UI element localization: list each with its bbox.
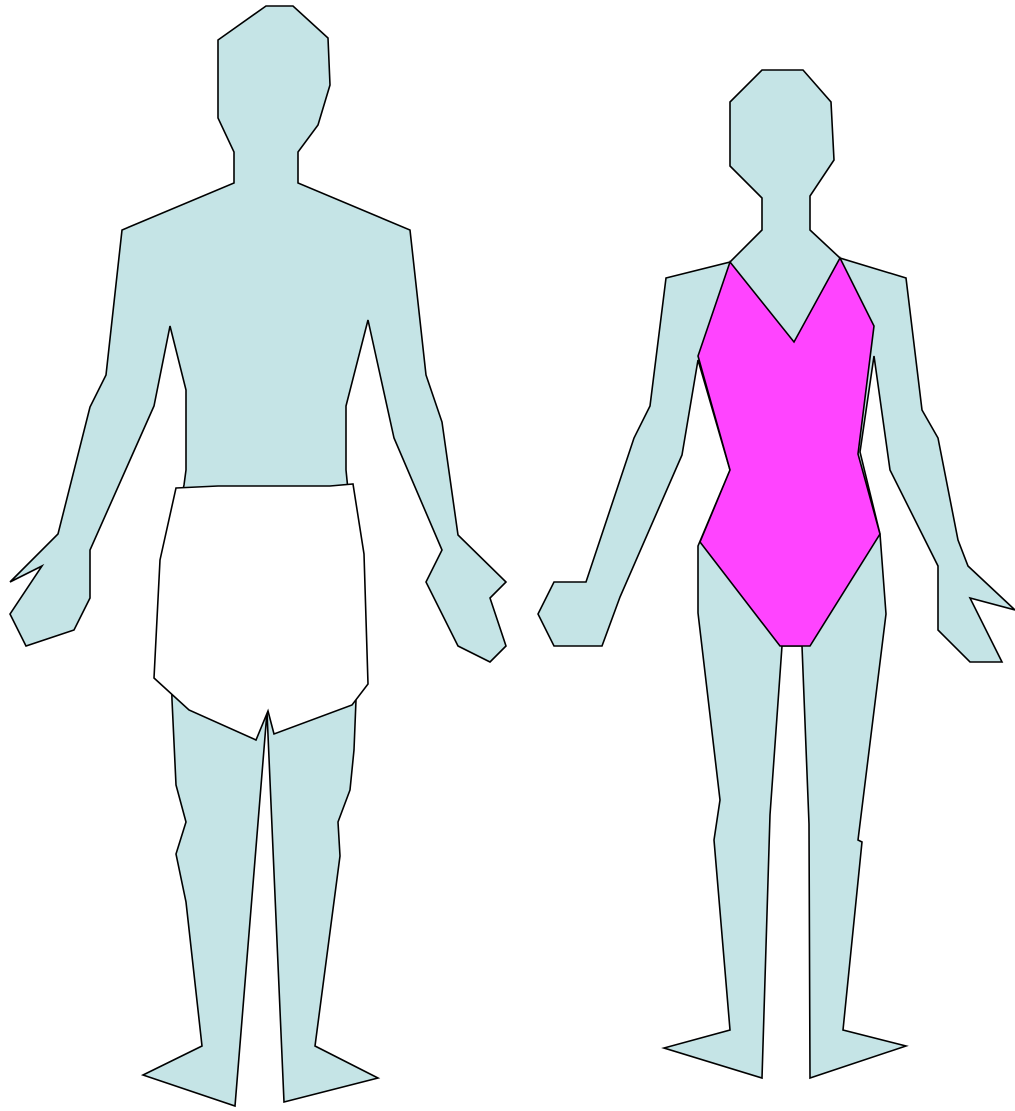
female-figure bbox=[538, 70, 1015, 1078]
male-shorts bbox=[154, 484, 368, 740]
male-figure bbox=[10, 6, 506, 1106]
